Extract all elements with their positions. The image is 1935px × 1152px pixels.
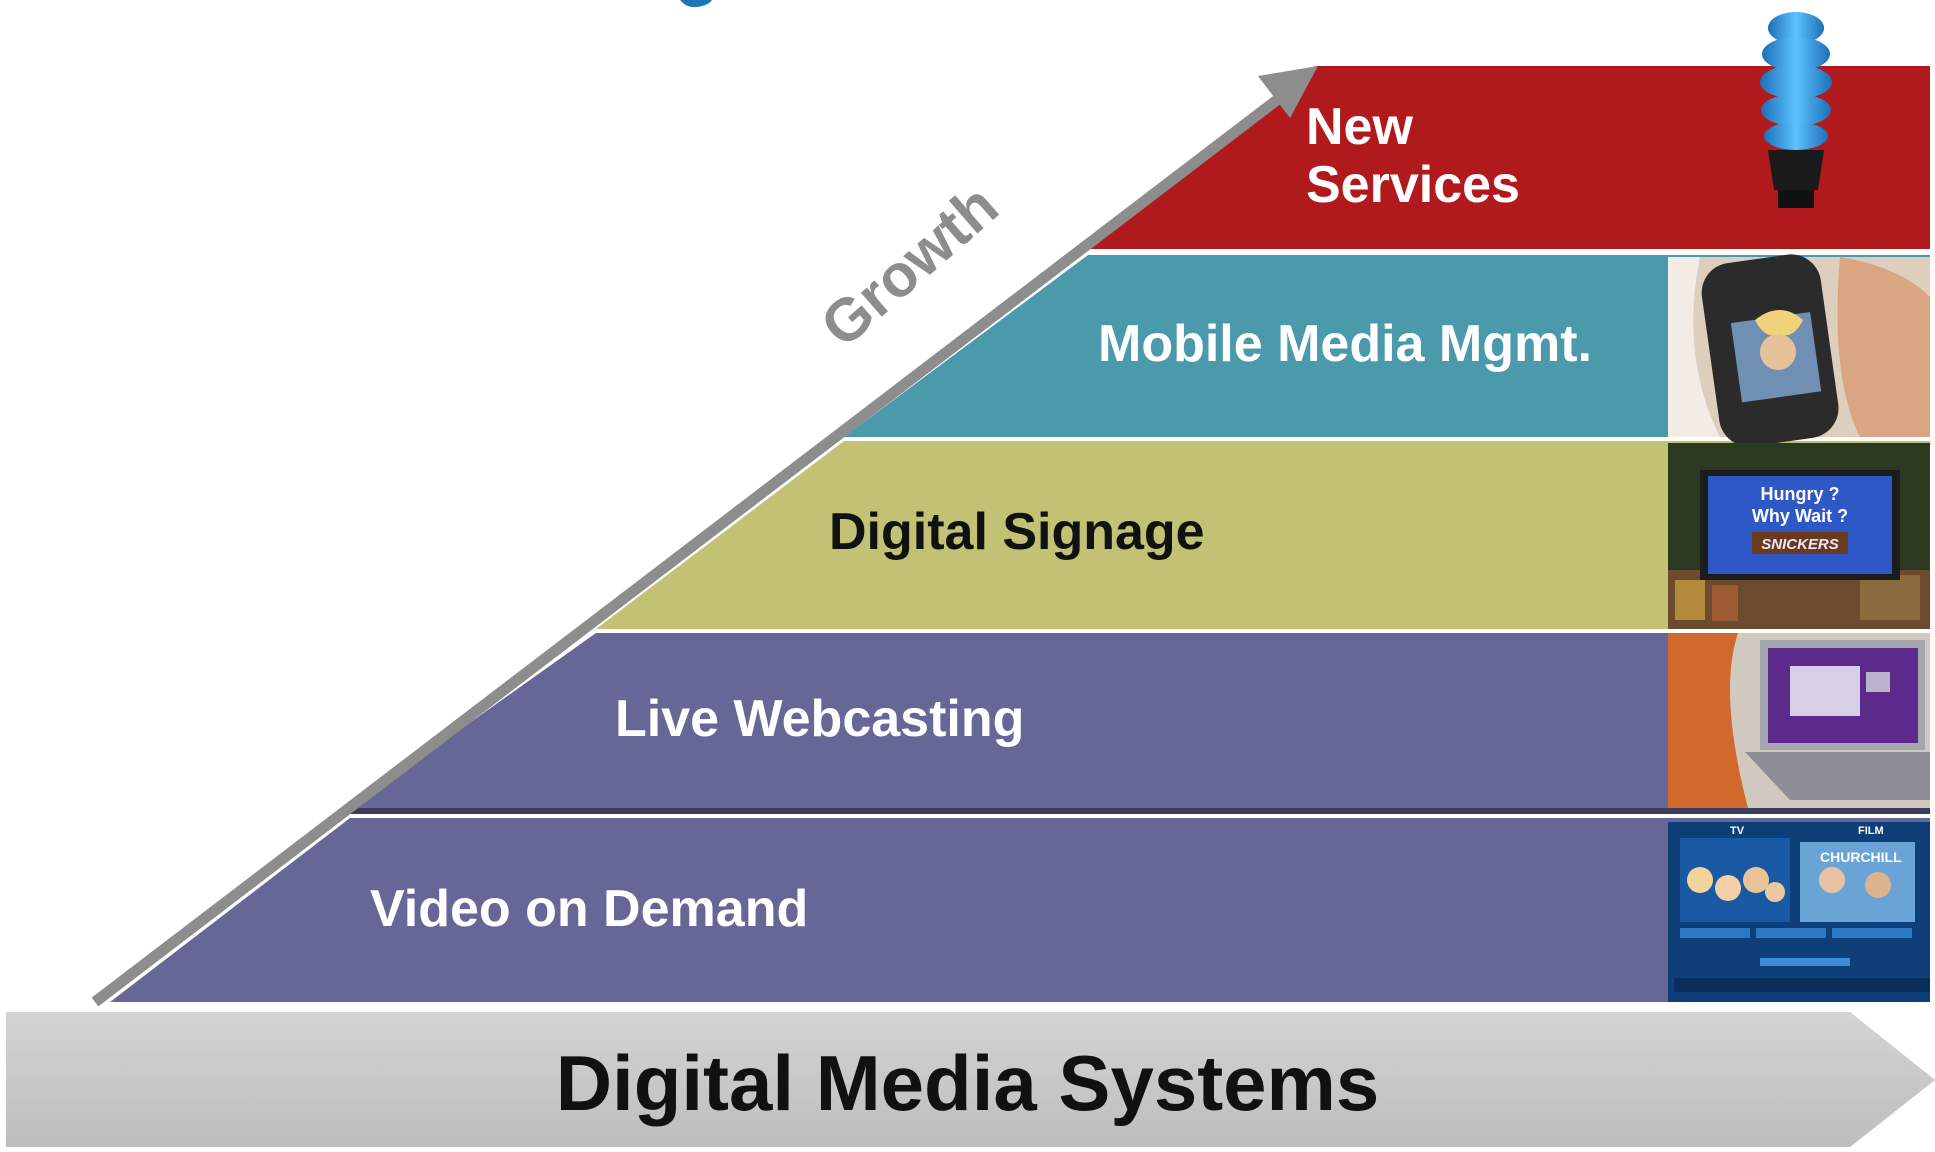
tier-band-video-on-demand: [110, 818, 1930, 1002]
tier-label-new-services-line1: New: [1306, 98, 1413, 156]
growth-arrow-shaft: [91, 85, 1294, 1007]
title-fragment: [680, 0, 712, 8]
tier-band-new-services: [1088, 66, 1930, 249]
light-bulb-icon: [1760, 12, 1832, 208]
tier-label-new-services: New Services: [1306, 98, 1520, 214]
tier-label-digital-signage: Digital Signage: [829, 503, 1205, 561]
tier-label-mobile-media: Mobile Media Mgmt.: [1098, 315, 1592, 373]
tier-band-digital-signage: [596, 441, 1930, 629]
vod-tab-tv: TV: [1730, 825, 1745, 837]
growth-arrow-head: [1258, 66, 1318, 118]
snickers-sign-photo: Hungry ? Why Wait ? SNICKERS: [1668, 443, 1930, 629]
signage-line1: Hungry ?: [1761, 484, 1840, 504]
base-label: Digital Media Systems: [555, 1039, 1380, 1127]
tier-label-video-on-demand: Video on Demand: [370, 880, 809, 938]
tier-band-mobile-media: [844, 255, 1930, 437]
tier-label-live-webcasting: Live Webcasting: [615, 690, 1025, 748]
tier-band-live-webcasting: [350, 633, 1930, 808]
tv-guide-screen-photo: CHURCHILL TV FILM: [1668, 822, 1930, 1002]
signage-line2: Why Wait ?: [1752, 506, 1848, 526]
laptop-webcast-photo: [1668, 633, 1930, 808]
tier-label-new-services-line2: Services: [1306, 156, 1520, 215]
vod-film-title: CHURCHILL: [1820, 849, 1902, 865]
signage-brand: SNICKERS: [1761, 536, 1839, 553]
tier-band-divider: [350, 808, 1930, 814]
mobile-phone-photo: [1668, 254, 1930, 447]
base-bar: [6, 1012, 1935, 1147]
vod-tab-film: FILM: [1858, 825, 1884, 837]
